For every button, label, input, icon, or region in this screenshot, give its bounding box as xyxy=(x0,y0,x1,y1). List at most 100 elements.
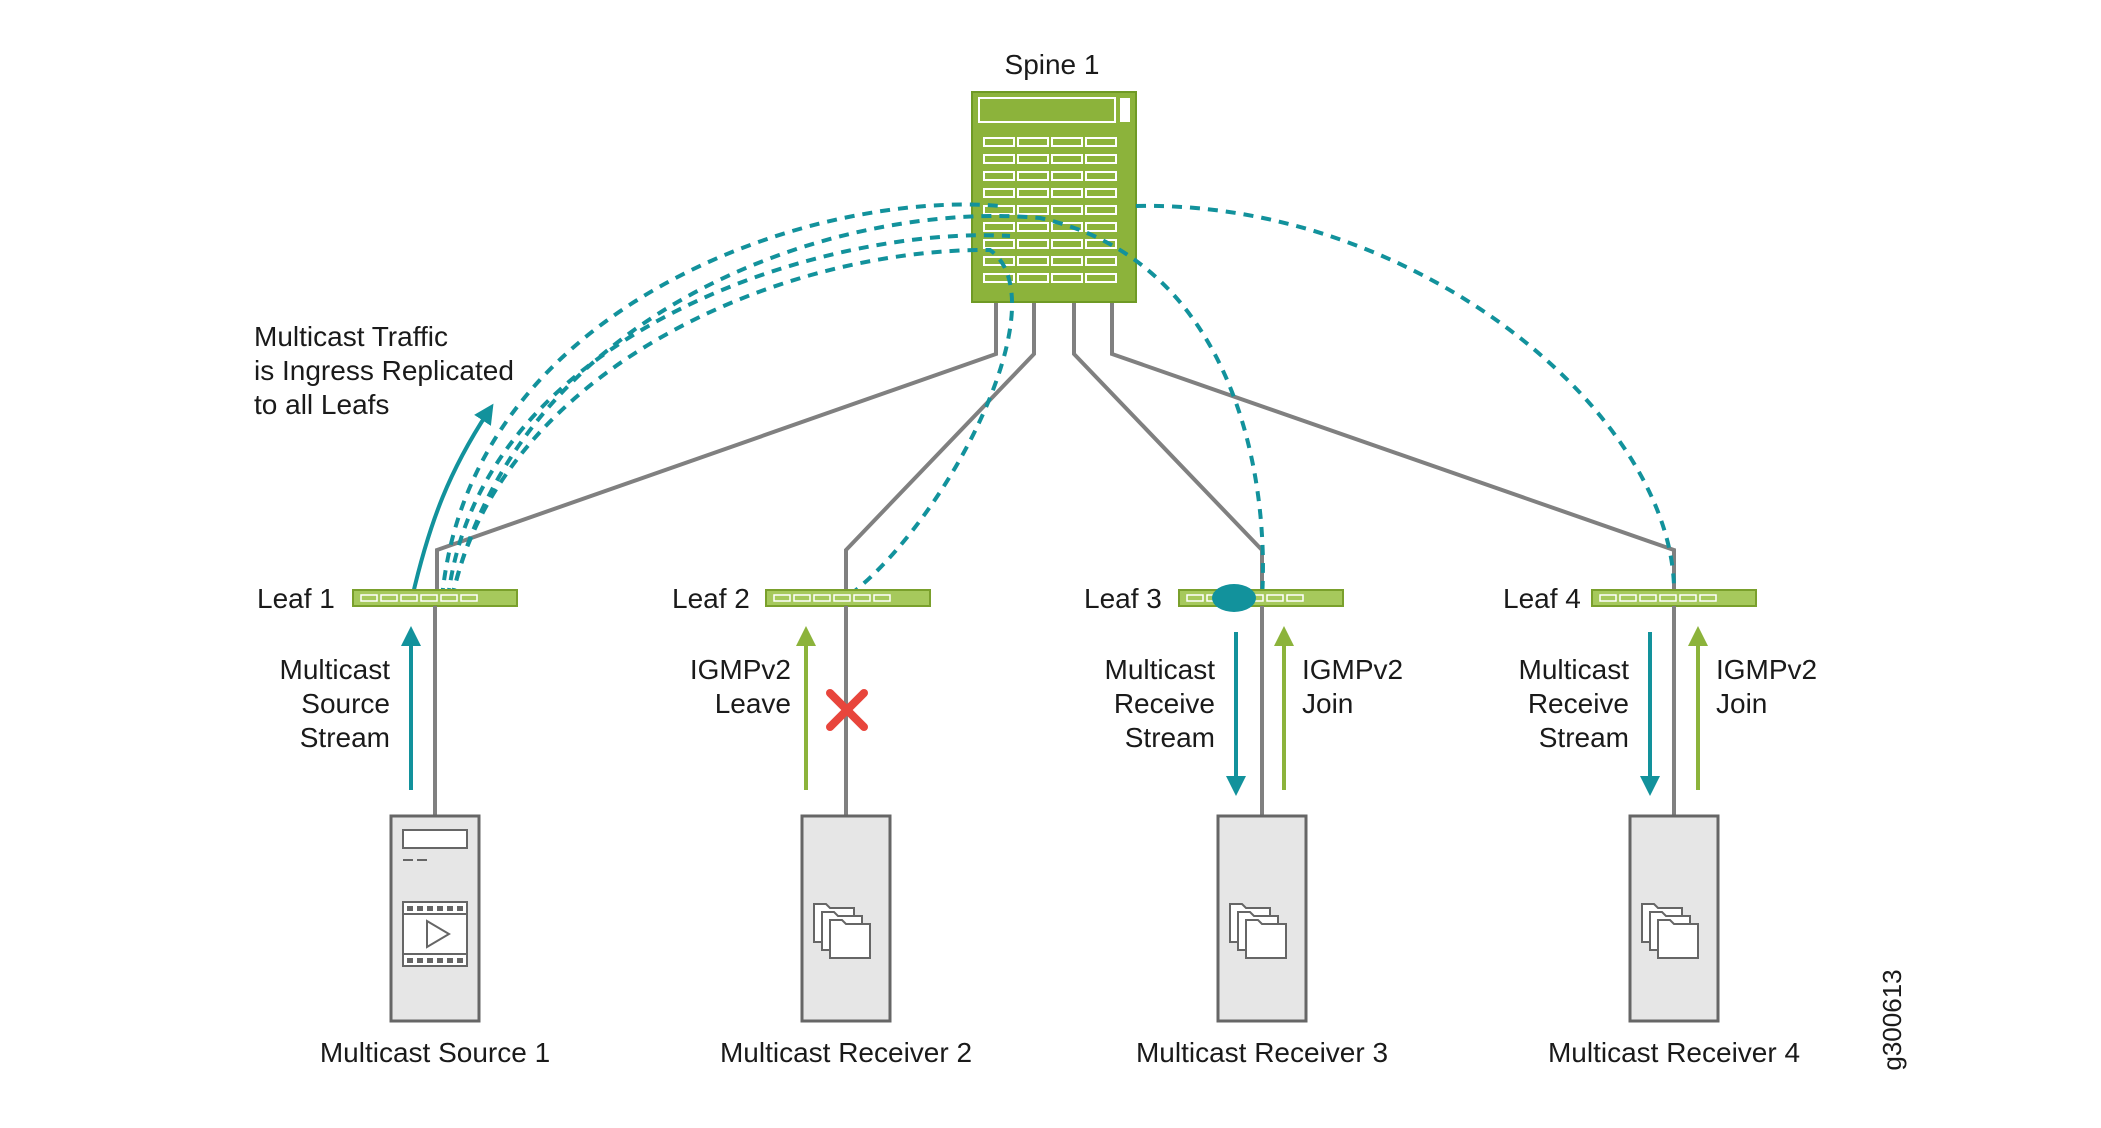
leaf-port xyxy=(1286,594,1304,602)
spine-port xyxy=(1051,137,1083,147)
spine-port xyxy=(1051,273,1083,283)
source-stream-line-2: Source xyxy=(301,688,390,719)
video-play-icon xyxy=(402,901,468,967)
leaf-switch-2 xyxy=(765,589,931,607)
join-3-line-1: IGMPv2 xyxy=(1302,654,1403,685)
spine-port xyxy=(983,222,1015,232)
join-3-line-2: Join xyxy=(1302,688,1353,719)
leaf-port xyxy=(793,594,811,602)
spine-port xyxy=(1051,239,1083,249)
leave-line-2: Leave xyxy=(715,688,791,719)
leaf-port xyxy=(1699,594,1717,602)
receive-stream-4-line-1: Multicast xyxy=(1519,654,1630,685)
leaf-port xyxy=(380,594,398,602)
leaf-port xyxy=(1266,594,1284,602)
source-stream-line-3: Stream xyxy=(300,722,390,753)
leaf-port xyxy=(1619,594,1637,602)
spine-switch xyxy=(971,91,1137,303)
replication-path-leaf-2 xyxy=(450,247,1015,600)
spine-port xyxy=(1085,137,1117,147)
spine-port xyxy=(1017,171,1049,181)
spine-port xyxy=(983,239,1015,249)
leaf-port xyxy=(813,594,831,602)
leaf-port xyxy=(1679,594,1697,602)
leaf-port xyxy=(420,594,438,602)
host-label-1: Multicast Source 1 xyxy=(320,1037,550,1068)
film-hole xyxy=(427,906,433,911)
leaf-switch-4 xyxy=(1591,589,1757,607)
spine-port xyxy=(1017,205,1049,215)
receive-stream-3-line-3: Stream xyxy=(1125,722,1215,753)
folders-icon xyxy=(1641,903,1699,959)
host-labels: Multicast Source 1 Multicast Receiver 2 … xyxy=(320,1037,1800,1068)
film-hole xyxy=(447,958,453,963)
spine-port xyxy=(1051,205,1083,215)
film-hole xyxy=(447,906,453,911)
film-hole xyxy=(437,906,443,911)
blocked-x-icon xyxy=(826,689,868,731)
uplink-leaf-3 xyxy=(1072,302,1264,598)
leaf-switch-3 xyxy=(1178,589,1344,607)
spine-port xyxy=(983,137,1015,147)
leaf-label-1: Leaf 1 xyxy=(257,583,335,614)
uplink-leaf-4 xyxy=(1110,302,1676,598)
film-hole xyxy=(417,958,423,963)
leaf-label-2: Leaf 2 xyxy=(672,583,750,614)
film-hole xyxy=(457,906,463,911)
flow-labels: Multicast Source Stream IGMPv2 Leave Mul… xyxy=(280,654,1818,753)
leaf-labels: Leaf 1 Leaf 2 Leaf 3 Leaf 4 xyxy=(257,583,1581,614)
leaf-label-4: Leaf 4 xyxy=(1503,583,1581,614)
spine-port xyxy=(1085,188,1117,198)
host-server-3 xyxy=(1216,814,1308,1023)
spine-port xyxy=(1085,222,1117,232)
replication-note-line-2: is Ingress Replicated xyxy=(254,355,514,386)
leaf-port xyxy=(1599,594,1617,602)
spine-port xyxy=(1017,137,1049,147)
leaf-port xyxy=(460,594,478,602)
receive-stream-3-line-1: Multicast xyxy=(1105,654,1216,685)
replication-note: Multicast Traffic is Ingress Replicated … xyxy=(254,321,514,420)
spine-port xyxy=(1085,256,1117,266)
leaf-port xyxy=(1639,594,1657,602)
film-hole xyxy=(437,958,443,963)
host-label-3: Multicast Receiver 3 xyxy=(1136,1037,1388,1068)
replication-path-leaf-1b xyxy=(446,233,1011,599)
replication-paths xyxy=(440,202,1677,600)
leaf-label-3: Leaf 3 xyxy=(1084,583,1162,614)
replication-note-line-3: to all Leafs xyxy=(254,389,389,420)
ingress-replication-arrow xyxy=(410,403,494,599)
leaf-switch-1 xyxy=(352,589,518,607)
spine-port xyxy=(1085,205,1117,215)
figure-id: g300613 xyxy=(1877,969,1907,1070)
host-server-4 xyxy=(1628,814,1720,1023)
film-hole xyxy=(407,958,413,963)
spine-port xyxy=(1085,154,1117,164)
source-stream-line-1: Multicast xyxy=(280,654,391,685)
spine-port xyxy=(983,256,1015,266)
receive-stream-3-line-2: Receive xyxy=(1114,688,1215,719)
spine-port xyxy=(1017,154,1049,164)
receive-stream-4-line-3: Stream xyxy=(1539,722,1629,753)
host-label-2: Multicast Receiver 2 xyxy=(720,1037,972,1068)
uplink-leaf-2 xyxy=(844,302,1036,598)
film-hole xyxy=(417,906,423,911)
replication-path-leaf-4 xyxy=(1135,203,1677,599)
spine-port xyxy=(1085,273,1117,283)
film-hole xyxy=(407,906,413,911)
join-4-line-2: Join xyxy=(1716,688,1767,719)
leaf-port xyxy=(773,594,791,602)
film-hole xyxy=(457,958,463,963)
spine-port xyxy=(1051,188,1083,198)
spine-port xyxy=(1051,256,1083,266)
receive-stream-4-line-2: Receive xyxy=(1528,688,1629,719)
spine-port xyxy=(1085,171,1117,181)
spine-port xyxy=(1017,273,1049,283)
leave-line-1: IGMPv2 xyxy=(690,654,791,685)
leaf-port xyxy=(873,594,891,602)
leaf-port xyxy=(1659,594,1677,602)
spine-port xyxy=(983,154,1015,164)
leaf-port xyxy=(400,594,418,602)
replication-path-leaf-1 xyxy=(440,202,1001,599)
downlinks xyxy=(433,606,1676,816)
